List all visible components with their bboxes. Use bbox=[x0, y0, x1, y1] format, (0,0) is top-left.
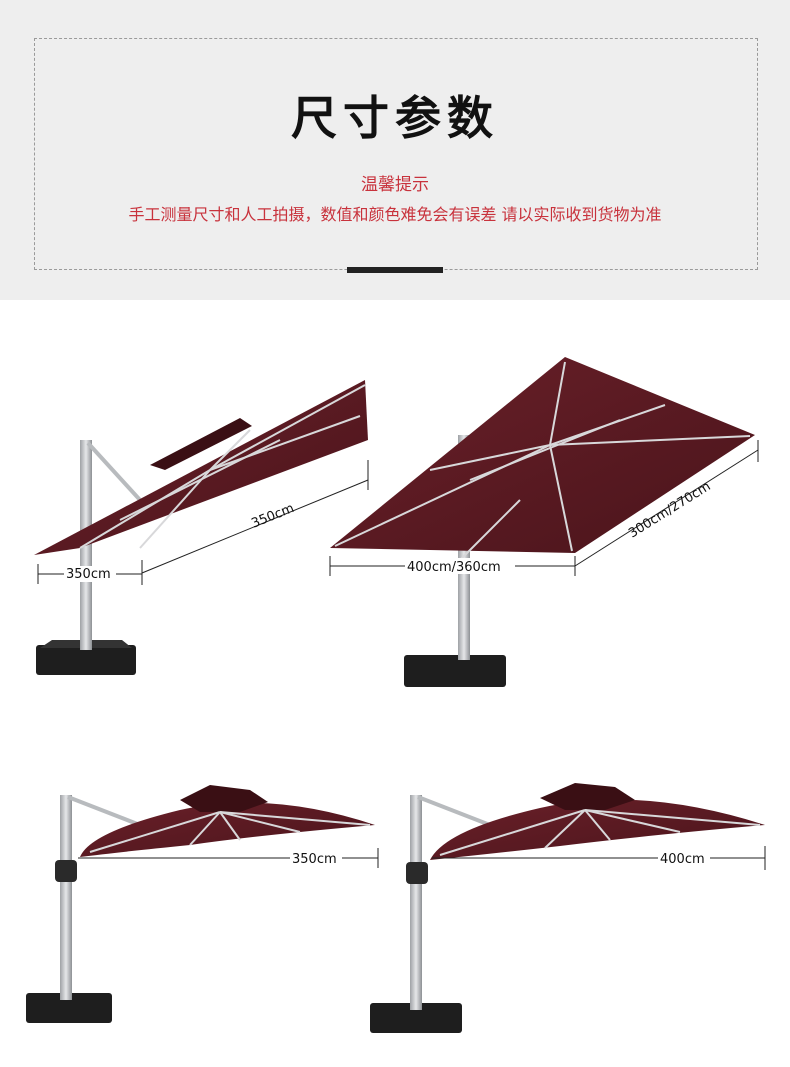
umbrella-round-400: 400cm bbox=[370, 783, 766, 1033]
canopy-ribs bbox=[334, 361, 751, 561]
umbrella-rect-400: 400cm/360cm 300cm/270cm bbox=[329, 357, 759, 687]
canopy-ribs bbox=[79, 384, 366, 549]
support-arm bbox=[86, 441, 142, 502]
dim-label: 350cm bbox=[292, 852, 337, 867]
page-title: 尺寸参数 bbox=[291, 91, 499, 145]
dim-label: 350cm bbox=[249, 501, 296, 532]
tip-title: 温馨提示 bbox=[361, 175, 429, 195]
title-underline-bar bbox=[347, 267, 443, 273]
base-block bbox=[26, 993, 112, 1023]
base-block bbox=[370, 1003, 462, 1033]
umbrella-illustrations: 350cm 350cm 400cm/360cm 300cm/270cm bbox=[26, 357, 766, 1033]
dim-label: 400cm/360cm bbox=[407, 560, 501, 575]
canopy-top-vent bbox=[180, 785, 268, 812]
canopy-top-vent bbox=[150, 418, 252, 470]
dashed-frame bbox=[34, 38, 758, 270]
tip-text: 手工测量尺寸和人工拍摄，数值和颜色难免会有误差 请以实际收到货物为准 bbox=[128, 205, 662, 224]
dim-label: 350cm bbox=[66, 567, 111, 582]
base-block bbox=[404, 655, 506, 687]
dim-line bbox=[141, 479, 369, 574]
hub-crank bbox=[406, 862, 428, 884]
umbrella-round-350: 350cm bbox=[26, 785, 379, 1023]
canopy-ribs bbox=[439, 809, 761, 856]
dim-label: 400cm bbox=[660, 852, 705, 867]
dim-label-bg bbox=[290, 850, 342, 866]
support-arm bbox=[67, 795, 141, 827]
canopy bbox=[430, 799, 765, 860]
canopy bbox=[330, 357, 755, 553]
pole bbox=[60, 795, 72, 1000]
dim-label-bg bbox=[64, 566, 116, 582]
dim-line bbox=[574, 449, 759, 567]
pole bbox=[410, 795, 422, 1010]
canopy-ribs bbox=[89, 811, 371, 853]
hub-crank bbox=[55, 860, 77, 882]
dim-label-bg bbox=[658, 850, 710, 866]
support-arm bbox=[417, 795, 491, 827]
canopy bbox=[80, 802, 375, 857]
header-section: 尺寸参数 温馨提示 手工测量尺寸和人工拍摄，数值和颜色难免会有误差 请以实际收到… bbox=[0, 0, 790, 300]
umbrella-square-350: 350cm 350cm bbox=[34, 380, 369, 675]
canopy bbox=[34, 380, 368, 555]
dim-label-bg bbox=[405, 558, 515, 574]
base-block bbox=[36, 645, 136, 675]
canopy-top-vent bbox=[540, 783, 635, 810]
